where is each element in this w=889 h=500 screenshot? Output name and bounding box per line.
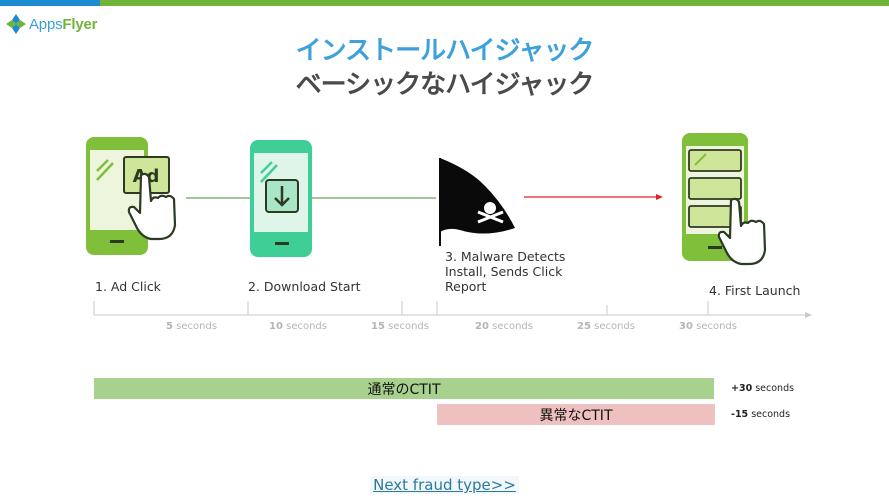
- hand-pointer-icon-launch: [717, 197, 767, 266]
- step-label-download-start: 2. Download Start: [248, 279, 361, 294]
- next-fraud-type-link[interactable]: Next fraud type>>: [0, 476, 889, 494]
- page-subtitle: ベーシックなハイジャック: [295, 70, 595, 100]
- tick-label-20s: 20 seconds: [475, 321, 533, 332]
- pirate-flag-icon: [439, 158, 515, 246]
- tick-label-25s: 25 seconds: [577, 321, 635, 332]
- abnormal-ctit-duration: -15 seconds: [731, 409, 791, 420]
- tick-label-30s: 30 seconds: [679, 321, 737, 332]
- step-label-malware-detects: 3. Malware Detects Install, Sends Click …: [445, 249, 566, 294]
- step-label-first-launch: 4. First Launch: [709, 283, 801, 298]
- arrowhead-icon: [656, 194, 663, 200]
- normal-ctit-duration: +30 seconds: [731, 383, 795, 394]
- ad-phone-icon: Ad: [86, 137, 170, 255]
- flow-diagram: Ad: [86, 133, 812, 318]
- appsflyer-logo: AppsFlyer: [5, 11, 97, 37]
- abnormal-ctit-label: 異常なCTIT: [539, 407, 613, 424]
- download-phone-icon: [250, 140, 312, 257]
- page-title: インストールハイジャック: [295, 36, 595, 66]
- logo-wordmark: AppsFlyer: [29, 15, 98, 33]
- top-bar-blue-segment: [0, 0, 100, 6]
- tick-label-15s: 15 seconds: [371, 321, 429, 332]
- normal-ctit-bar: 通常のCTIT: [94, 378, 714, 399]
- step-label-ad-click: 1. Ad Click: [95, 279, 161, 294]
- top-brand-bar: [0, 0, 889, 6]
- appsflyer-logo-icon: [6, 14, 26, 34]
- hand-pointer-icon: [127, 172, 177, 241]
- abnormal-ctit-bar: 異常なCTIT: [437, 404, 715, 425]
- top-bar-green-segment: [100, 0, 889, 6]
- tick-label-10s: 10 seconds: [269, 321, 327, 332]
- timeline-arrow-icon: [805, 312, 812, 318]
- tick-label-5s: 5 seconds: [166, 321, 218, 332]
- normal-ctit-label: 通常のCTIT: [367, 381, 441, 398]
